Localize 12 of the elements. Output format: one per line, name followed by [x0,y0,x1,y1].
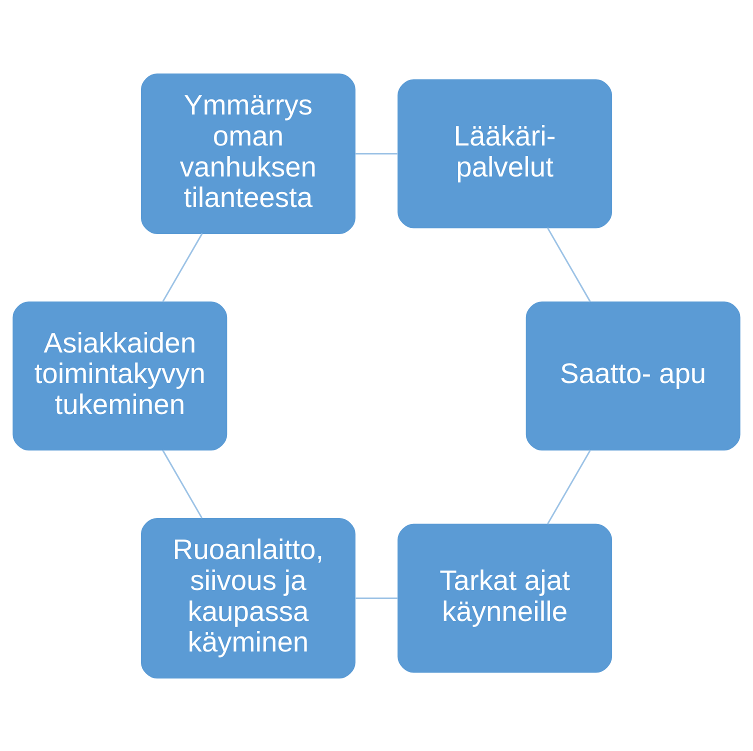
connector [355,596,398,598]
node-box: Ruoanlaitto, siivous ja kaupassa käyminen [140,517,356,678]
node-box: Asiakkaiden toimintakyvyn tukeminen [12,301,228,450]
node-box: Tarkat ajat käynneille [398,523,612,672]
connector [162,232,203,302]
connector [355,152,398,154]
connector [546,226,592,302]
node-box: Lääkäri- palvelut [398,78,612,228]
node-box: Ymmärrys oman vanhuksen tilanteesta [140,73,356,234]
connector [546,449,592,524]
node-box: Saatto- apu [526,301,740,450]
connector [162,449,203,518]
